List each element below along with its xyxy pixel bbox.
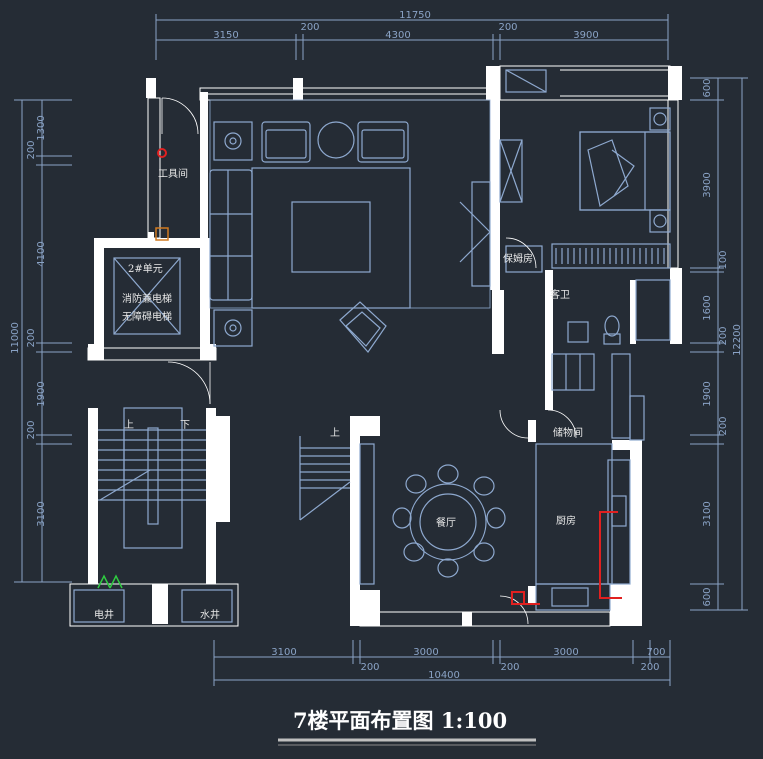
dim-bottom-c: 3000 [413, 647, 438, 658]
dim-top-total: 11750 [399, 10, 431, 21]
dim-right-total: 12200 [732, 324, 743, 356]
dim-left-a: 1300 [36, 115, 47, 140]
dim-left-total: 11000 [10, 322, 21, 354]
dim-top-e: 3900 [573, 30, 598, 41]
dim-right-g: 200 [718, 416, 729, 435]
walls [88, 66, 682, 626]
dim-left-g: 3100 [36, 501, 47, 526]
dim-left-c: 4100 [36, 241, 47, 266]
orange-accent [155, 227, 169, 241]
dim-bottom-e: 3000 [553, 647, 578, 658]
dim-bottom-a: 3100 [271, 647, 296, 658]
label-water-shaft: 水井 [200, 608, 220, 621]
label-elec-shaft: 电井 [94, 608, 114, 621]
furniture [73, 69, 671, 623]
dim-right-i: 600 [702, 587, 713, 606]
door-swings [161, 97, 577, 625]
label-stair-up-mid: 上 [330, 427, 340, 439]
dim-left-e: 1900 [36, 381, 47, 406]
dim-right-c: 100 [718, 250, 729, 269]
dim-bottom-total: 10400 [428, 670, 460, 681]
label-storage: 储物间 [553, 426, 583, 439]
red-accents [157, 148, 622, 605]
bottom-dimension-lines [213, 640, 671, 686]
label-guest-wc: 客卫 [550, 288, 570, 301]
dim-top-a: 3150 [213, 30, 238, 41]
dim-right-b: 3900 [702, 172, 713, 197]
dim-top-b: 200 [300, 22, 319, 33]
left-dimension-lines [14, 99, 72, 583]
dim-right-h: 3100 [702, 501, 713, 526]
dim-left-b: 200 [26, 140, 37, 159]
label-stair-down-left: 下 [180, 420, 190, 431]
dim-right-e: 200 [718, 326, 729, 345]
dim-left-f: 200 [26, 420, 37, 439]
label-accessible-elevator: 无障碍电梯 [122, 310, 172, 323]
dim-right-a: 600 [702, 78, 713, 97]
green-accent [97, 574, 123, 589]
dim-bottom-f: 700 [646, 647, 665, 658]
dim-left-d: 200 [26, 328, 37, 347]
label-nanny-room: 保姆房 [503, 252, 533, 265]
top-dimension-lines [155, 14, 669, 60]
dim-right-f: 1900 [702, 381, 713, 406]
label-kitchen: 厨房 [556, 514, 576, 527]
label-elevator-unit: 2#单元 [128, 263, 163, 275]
dim-top-c: 4300 [385, 30, 410, 41]
label-tool-room: 工具间 [158, 167, 188, 180]
label-dining: 餐厅 [436, 516, 456, 529]
drawing-title: 7楼平面布置图 1:100 [293, 708, 507, 733]
dim-top-d: 200 [498, 22, 517, 33]
label-stair-up-left: 上 [124, 419, 134, 431]
label-fire-elevator: 消防兼电梯 [122, 292, 172, 305]
right-dimension-lines [690, 77, 748, 611]
dim-bottom-b: 200 [360, 662, 379, 673]
dim-bottom-g: 200 [640, 662, 659, 673]
dim-bottom-d: 200 [500, 662, 519, 673]
dim-right-d: 1600 [702, 295, 713, 320]
